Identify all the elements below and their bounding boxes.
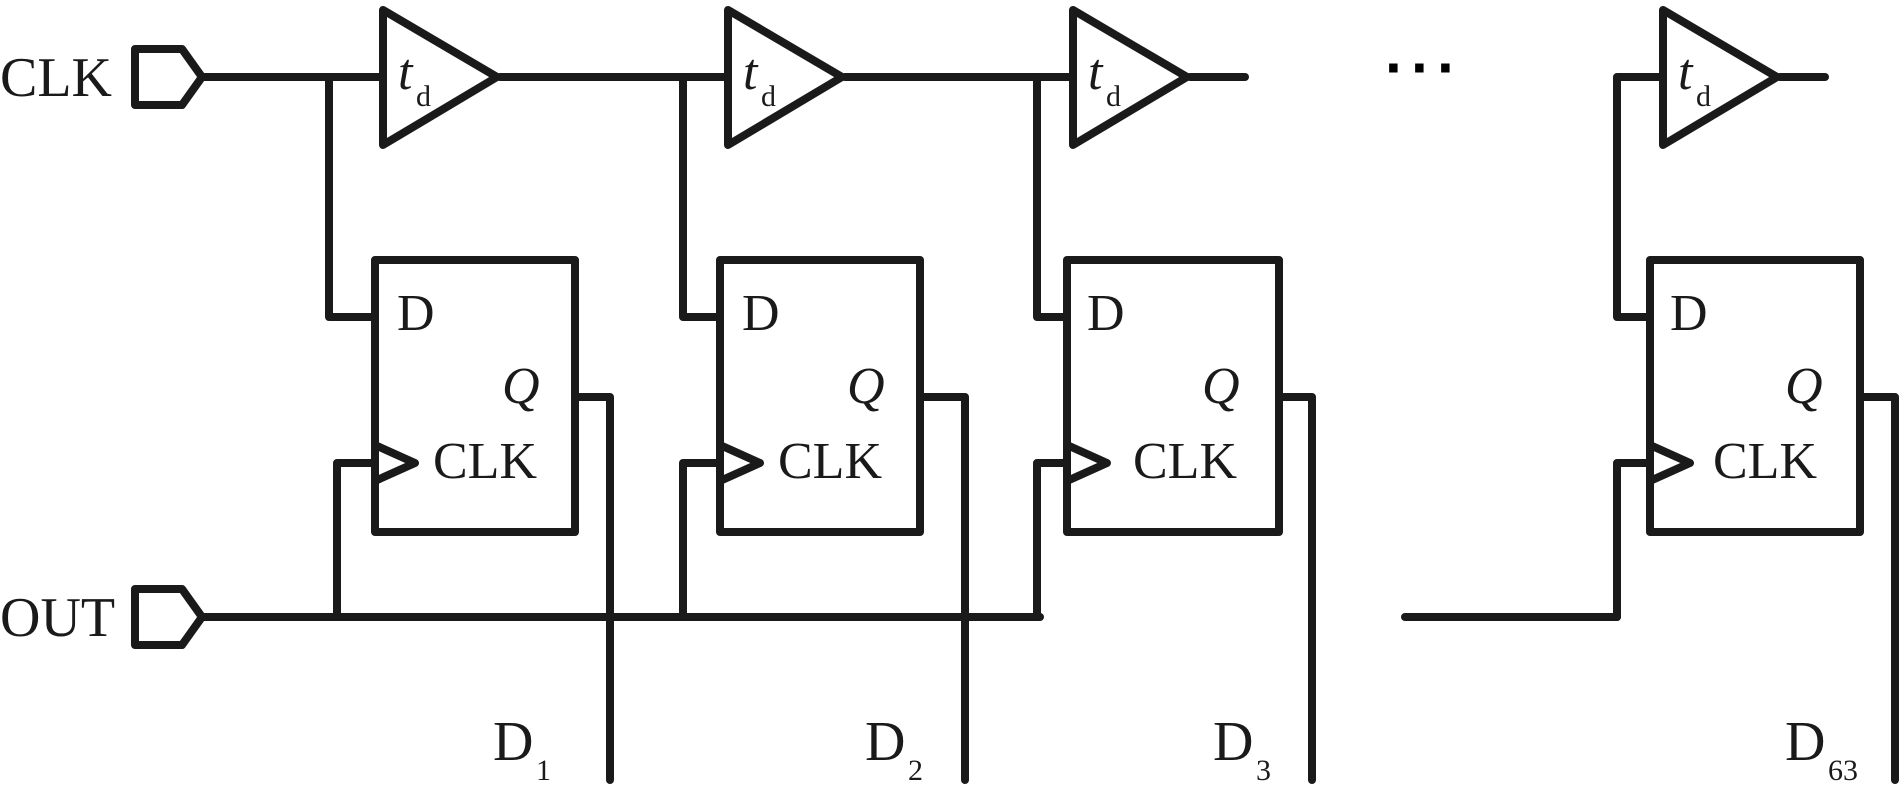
output-label-d1: D — [493, 711, 533, 773]
stage-2: t d D Q CLK D 2 — [679, 6, 969, 787]
ff-2-clk-pin: CLK — [778, 433, 882, 490]
stage-63: t d D Q CLK D 63 — [1613, 6, 1899, 787]
out-port-label: OUT — [0, 587, 115, 649]
buffer-1-d-sub: d — [416, 80, 431, 113]
output-label-d63-sub: 63 — [1828, 754, 1858, 787]
buffer-1-t: t — [398, 44, 414, 101]
flip-flop-3 — [1063, 256, 1283, 536]
ff-3-clk-pin: CLK — [1133, 433, 1237, 490]
clk-port-label: CLK — [0, 47, 112, 109]
flip-flop-63 — [1646, 256, 1864, 536]
output-label-d2: D — [865, 711, 905, 773]
ff-2-q-pin: Q — [847, 358, 885, 415]
buffer-63-d-sub: d — [1696, 80, 1711, 113]
ff-2-d-pin: D — [742, 285, 780, 342]
stage-3: t d D Q CLK D 3 — [1033, 6, 1316, 787]
output-label-d1-sub: 1 — [536, 754, 551, 787]
buffer-2-t: t — [743, 44, 759, 101]
output-label-d63: D — [1785, 711, 1825, 773]
clk-input-port: CLK — [0, 45, 384, 109]
ff-1-d-pin: D — [397, 285, 435, 342]
ff-1-clk-triangle — [371, 441, 419, 485]
ff-63-d-pin: D — [1670, 285, 1708, 342]
ff-3-d-pin: D — [1087, 285, 1125, 342]
output-label-d2-sub: 2 — [908, 754, 923, 787]
ff-63-q-pin: Q — [1785, 358, 1823, 415]
ff-1-q-pin: Q — [502, 358, 540, 415]
ff-2-clk-triangle — [716, 441, 764, 485]
buffer-2-d-sub: d — [761, 80, 776, 113]
output-label-d3-sub: 3 — [1256, 754, 1271, 787]
stage-1: t d D Q CLK D 1 — [325, 6, 614, 787]
ff-63-clk-pin: CLK — [1713, 433, 1817, 490]
ff-3-clk-triangle — [1063, 441, 1111, 485]
buffer-3-d-sub: d — [1106, 80, 1121, 113]
ff-1-clk-pin: CLK — [433, 433, 537, 490]
delay-buffer-3 — [1069, 6, 1191, 149]
output-label-d3: D — [1213, 711, 1253, 773]
continuation-ellipsis: ··· — [1385, 34, 1463, 101]
ff-3-q-pin: Q — [1202, 358, 1240, 415]
flip-flop-2 — [716, 256, 924, 536]
delay-buffer-1 — [379, 6, 501, 149]
out-port: OUT — [0, 585, 206, 649]
ff-63-clk-triangle — [1646, 441, 1694, 485]
buffer-3-t: t — [1088, 44, 1104, 101]
delay-buffer-2 — [724, 6, 846, 149]
buffer-63-t: t — [1678, 44, 1694, 101]
